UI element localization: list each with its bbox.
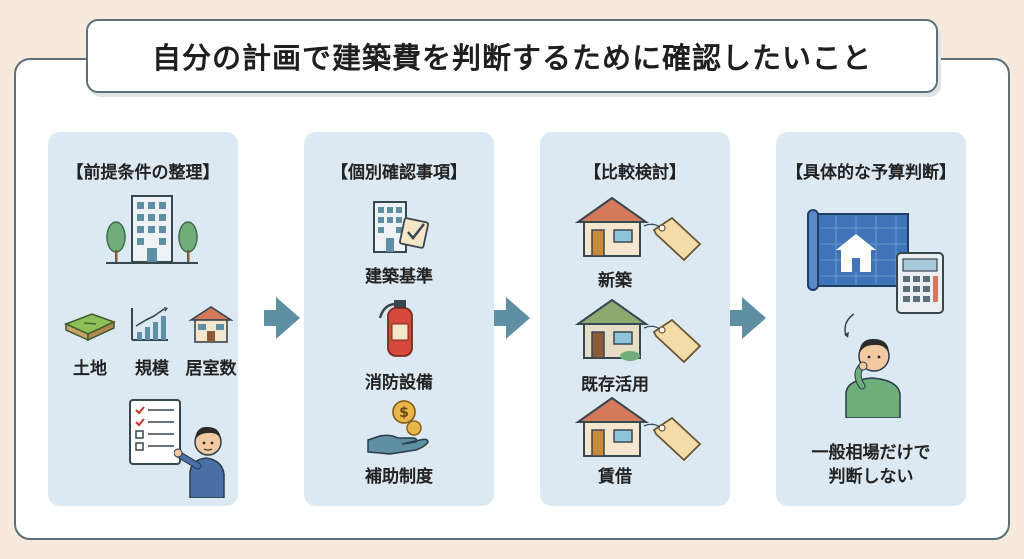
office-building-icon — [106, 195, 198, 264]
title-box: 自分の計画で建築費を判断するために確認したいこと — [86, 19, 938, 93]
fire-extinguisher-icon — [378, 300, 413, 357]
svg-text:$: $ — [399, 405, 409, 421]
check-subsidy-label: 補助制度 — [365, 467, 433, 487]
panel-individual-checks: 【個別確認事項】 建築基準 消防設備 $ 補助制度 — [304, 132, 494, 506]
conclusion-line-1: 一般相場だけで — [811, 443, 931, 463]
calculator-icon — [896, 252, 944, 314]
panel-comparison: 【比較検討】 新築 既存活用 賃借 — [540, 132, 730, 506]
house-tag-icon — [574, 298, 702, 364]
blueprint-icon — [807, 209, 909, 291]
panel-heading: 【個別確認事項】 — [331, 163, 467, 183]
panel-heading: 【前提条件の整理】 — [66, 163, 220, 183]
growth-chart-icon — [131, 307, 168, 341]
page-title: 自分の計画で建築費を判断するために確認したいこと — [151, 41, 872, 75]
building-check-icon — [373, 201, 429, 253]
panel-premises: 【前提条件の整理】 土地 規模 — [48, 132, 238, 506]
premise-scale-label: 規模 — [135, 359, 169, 379]
house-rooms-icon — [188, 306, 234, 343]
flow-arrow-2 — [494, 297, 530, 339]
check-fire-equipment-label: 消防設備 — [365, 373, 433, 393]
house-tag-icon — [574, 196, 702, 262]
presenter-person-icon — [174, 426, 225, 498]
panel-heading: 【具体的な予算判断】 — [786, 163, 956, 183]
land-plot-icon — [64, 313, 116, 342]
check-building-standards-label: 建築基準 — [365, 267, 433, 287]
flow-arrow-1 — [264, 297, 300, 339]
flow-arrow-3 — [730, 297, 766, 339]
coin-hand-icon: $ — [367, 400, 429, 455]
panel-heading: 【比較検討】 — [584, 163, 686, 183]
premise-land-label: 土地 — [73, 359, 107, 379]
compare-reuse-label: 既存活用 — [581, 375, 649, 395]
compare-rent-label: 賃借 — [598, 467, 632, 487]
house-tag-icon — [574, 396, 702, 462]
premise-rooms-label: 居室数 — [185, 359, 237, 379]
checklist-icon — [129, 399, 181, 465]
compare-new-build-label: 新築 — [598, 271, 632, 291]
panel-budget-decision: 【具体的な予算判断】 一般相場だけで 判断し — [776, 132, 966, 506]
conclusion-line-2: 判断しない — [828, 467, 914, 487]
thinking-person-icon — [844, 313, 901, 418]
